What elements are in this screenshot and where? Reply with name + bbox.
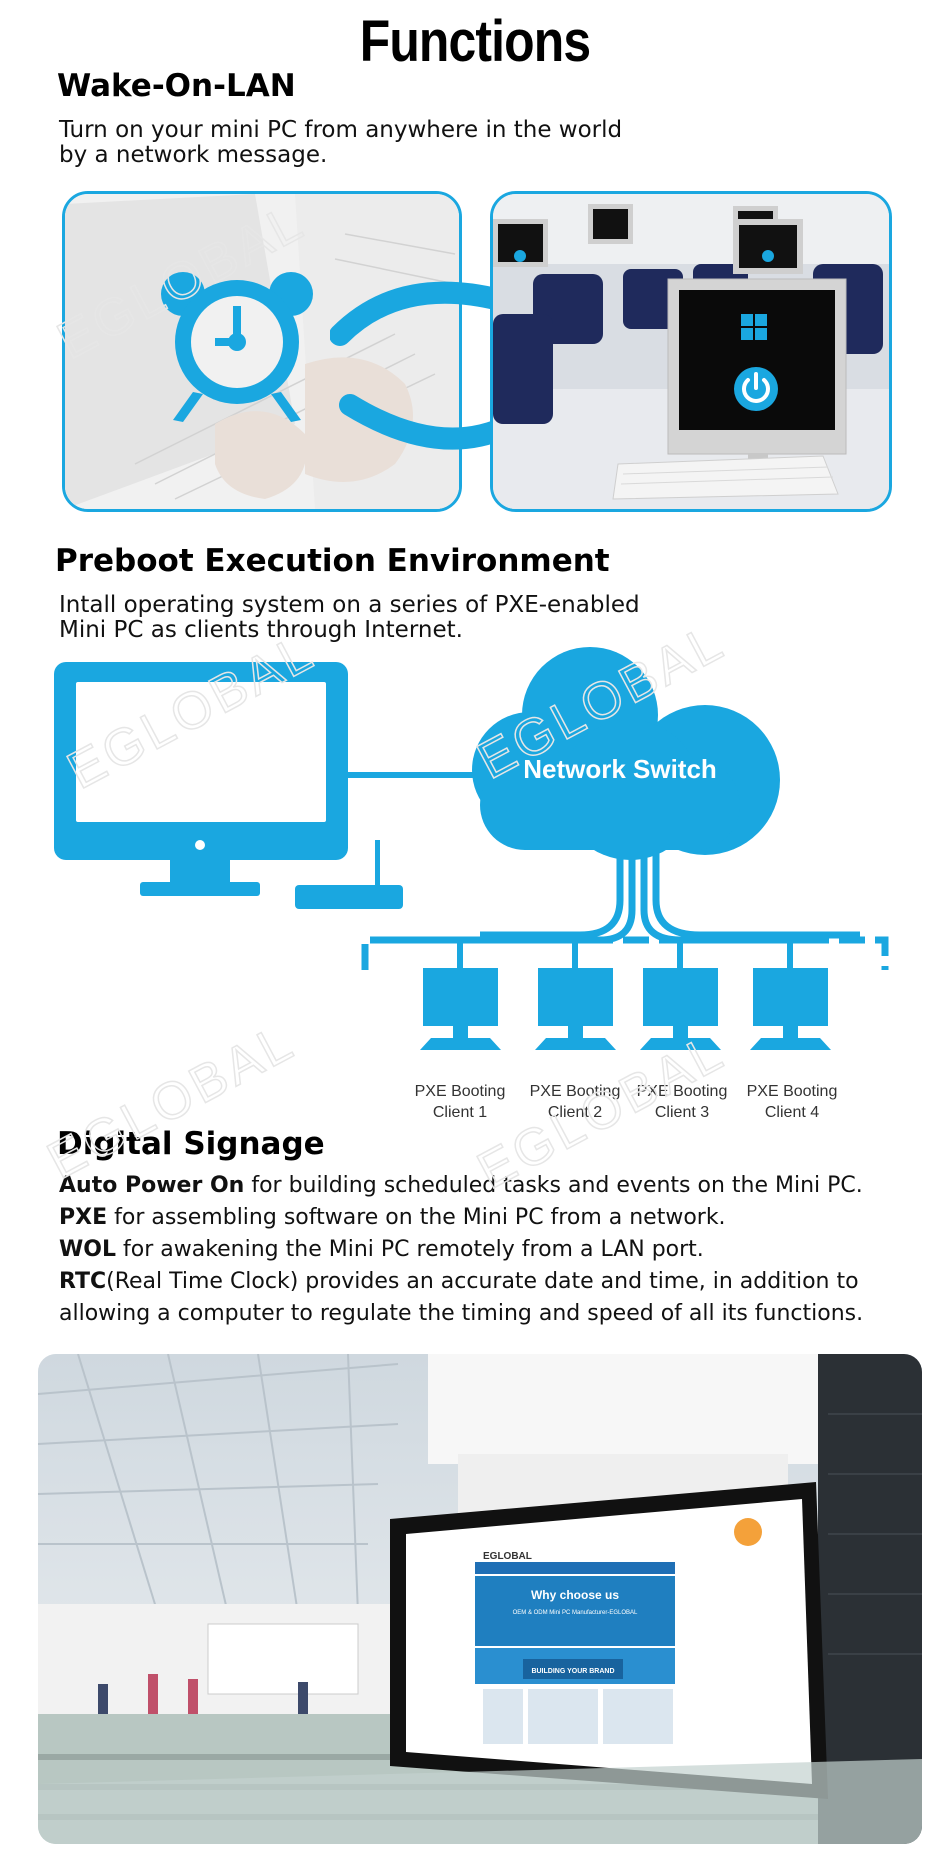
- page-title: Functions: [359, 9, 591, 74]
- screen-headline: Why choose us: [531, 1588, 619, 1602]
- screen-subhead: OEM & ODM Mini PC Manufacturer-EGLOBAL: [513, 1610, 638, 1616]
- wol-desc-line2: by a network message.: [59, 142, 328, 168]
- screen-logo: EGLOBAL: [483, 1551, 532, 1562]
- wol-computer-lab-panel: [490, 191, 892, 512]
- wol-title: Wake-On-LAN: [57, 68, 296, 104]
- network-switch-label: Network Switch: [523, 754, 717, 784]
- client-4-monitor-icon: [750, 968, 831, 1050]
- client-monitor-icons: [420, 968, 831, 1050]
- wol-laptop-panel: [62, 191, 462, 512]
- feature-pxe: PXE for assembling software on the Mini …: [59, 1205, 726, 1230]
- feature-auto-power-on: Auto Power On for building scheduled tas…: [59, 1173, 863, 1198]
- cloud-icon: [472, 647, 780, 860]
- power-icon: [734, 367, 778, 411]
- windows-logo-icon: [741, 314, 767, 340]
- feature-rtc-cont: allowing a computer to regulate the timi…: [59, 1301, 864, 1326]
- signage-title: Digital Signage: [57, 1126, 325, 1162]
- feature-rtc: RTC(Real Time Clock) provides an accurat…: [59, 1269, 859, 1294]
- server-monitor-icon: [54, 662, 348, 896]
- computer-lab-scene: [493, 194, 889, 509]
- laptop-scene: [65, 194, 459, 509]
- router-icon: [295, 840, 403, 909]
- screen-banner: BUILDING YOUR BRAND: [531, 1668, 614, 1675]
- wol-desc-line1: Turn on your mini PC from anywhere in th…: [59, 117, 623, 143]
- alarm-clock-icon: [161, 272, 313, 422]
- client-3-monitor-icon: [640, 968, 721, 1050]
- signage-features: Auto Power On for building scheduled tas…: [59, 1170, 863, 1330]
- client-2-monitor-icon: [535, 968, 616, 1050]
- pxe-description: Intall operating system on a series of P…: [59, 593, 640, 643]
- pxe-network-diagram: Network Switch: [54, 647, 889, 1050]
- signage-photo: EGLOBAL Why choose us OEM & ODM Mini PC …: [38, 1354, 922, 1844]
- client-1-monitor-icon: [420, 968, 501, 1050]
- wol-description: Turn on your mini PC from anywhere in th…: [59, 118, 622, 168]
- pxe-title: Preboot Execution Environment: [55, 543, 610, 579]
- airport-scene: EGLOBAL Why choose us OEM & ODM Mini PC …: [38, 1354, 922, 1844]
- pxe-desc-line2: Mini PC as clients through Internet.: [59, 617, 463, 643]
- feature-wol: WOL for awakening the Mini PC remotely f…: [59, 1237, 704, 1262]
- pxe-desc-line1: Intall operating system on a series of P…: [59, 592, 640, 618]
